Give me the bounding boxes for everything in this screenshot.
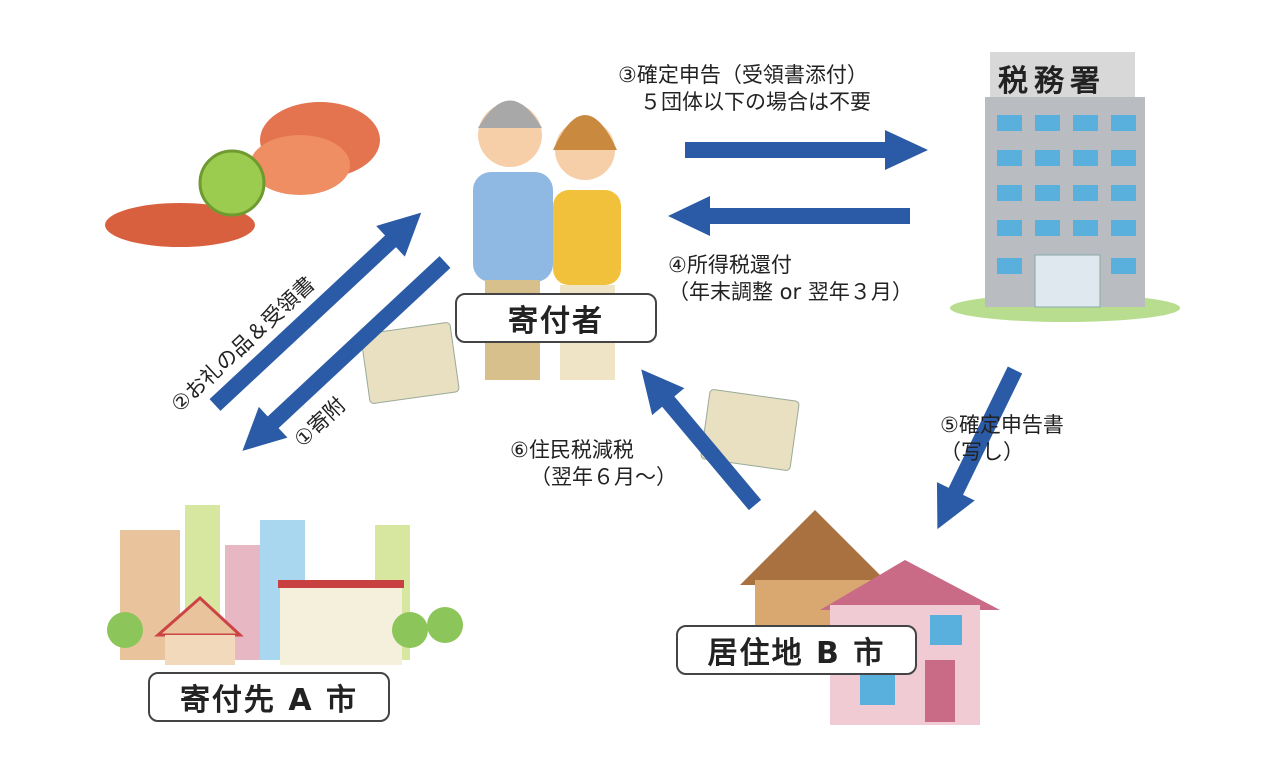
step5-line1: ⑤確定申告書 <box>940 413 1064 437</box>
step3-line2: ５団体以下の場合は不要 <box>640 90 871 114</box>
step3-line1: ③確定申告（受領書添付） <box>618 63 868 87</box>
city-a-illustration <box>107 505 463 665</box>
step5-label: ⑤確定申告書 （写し） <box>940 412 1064 466</box>
step4-line2: （年末調整 or 翌年３月） <box>668 280 913 304</box>
tax-office-label: 税務署 <box>998 64 1106 99</box>
arrow-step5 <box>936 366 1023 530</box>
gifts-illustration <box>105 102 380 247</box>
city-b-label: 居住地 B 市 <box>676 625 917 675</box>
step5-line2: （写し） <box>940 440 1024 464</box>
arrow-step3 <box>685 130 928 170</box>
money-illustration <box>360 322 800 471</box>
tax-office-building <box>950 52 1180 322</box>
arrow-step1 <box>242 256 451 451</box>
step3-label: ③確定申告（受領書添付） ５団体以下の場合は不要 <box>618 62 871 116</box>
step6-line2: （翌年６月～） <box>530 465 677 489</box>
city-b-illustration <box>740 510 1000 725</box>
arrow-step6 <box>641 369 762 511</box>
step4-line1: ④所得税還付 <box>668 253 792 277</box>
flow-arrows <box>209 130 1023 530</box>
donor-label: 寄付者 <box>455 293 657 343</box>
step4-label: ④所得税還付 （年末調整 or 翌年３月） <box>668 252 913 306</box>
step6-line1: ⑥住民税減税 <box>510 438 634 462</box>
step6-label: ⑥住民税減税 （翌年６月～） <box>510 437 677 491</box>
city-a-label: 寄付先 A 市 <box>148 672 390 722</box>
arrow-step4 <box>668 196 910 236</box>
arrow-step2 <box>209 212 422 411</box>
